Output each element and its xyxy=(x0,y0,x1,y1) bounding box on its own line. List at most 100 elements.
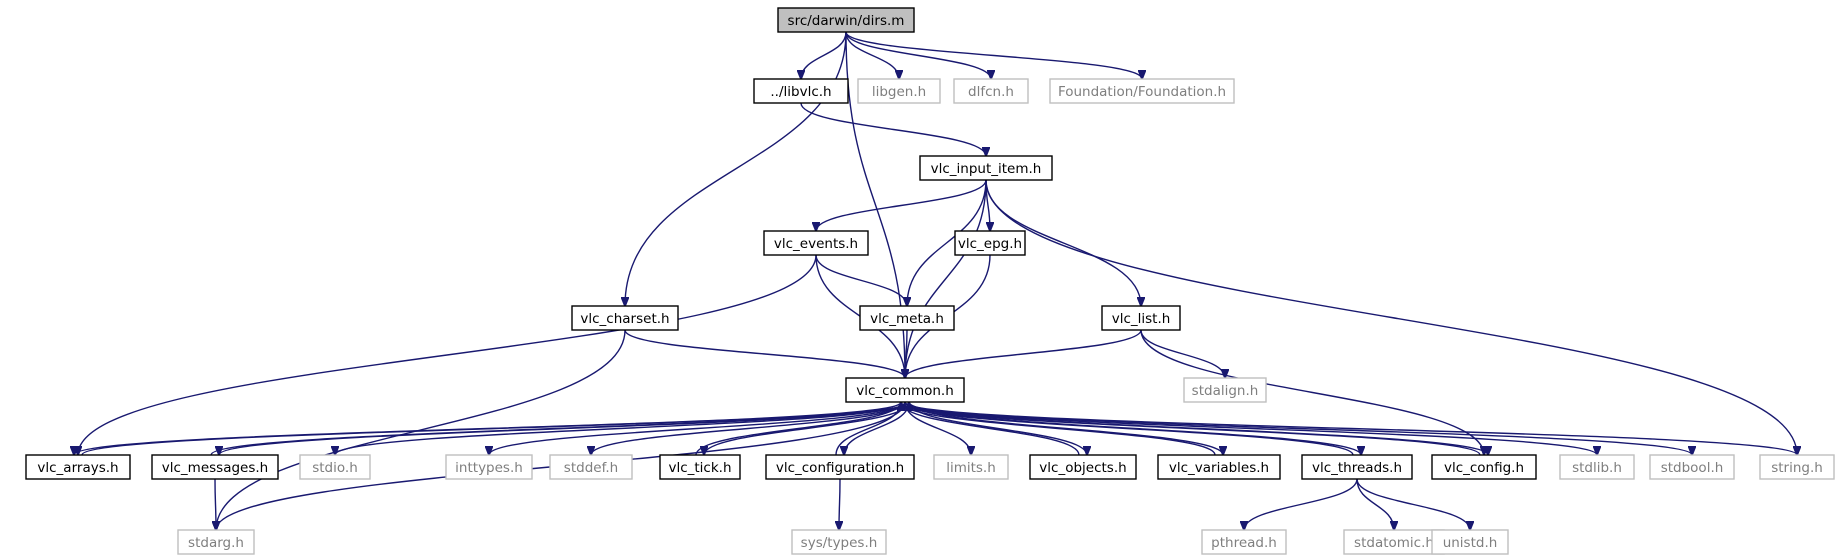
edge-messages-to-stdarg xyxy=(215,478,216,530)
node-unistd: unistd.h xyxy=(1431,529,1509,555)
edges-layer xyxy=(74,31,1797,530)
node-meta[interactable]: vlc_meta.h xyxy=(859,305,955,331)
edge-libvlc-to-input_item xyxy=(800,102,986,156)
node-box-charset xyxy=(571,305,679,331)
node-label-stdbool: stdbool.h xyxy=(1661,460,1724,476)
node-box-libvlc xyxy=(753,78,849,104)
node-box-input_item xyxy=(919,155,1053,181)
node-box-list xyxy=(1101,305,1181,331)
node-charset[interactable]: vlc_charset.h xyxy=(571,305,679,331)
edge-dirs-to-foundation xyxy=(845,31,1142,79)
node-label-pthread: pthread.h xyxy=(1211,535,1277,551)
node-label-dlfcn: dlfcn.h xyxy=(968,84,1014,100)
node-box-limits xyxy=(933,454,1009,480)
edge-messages-to-common xyxy=(210,402,901,456)
node-box-stdlib xyxy=(1559,454,1635,480)
node-label-libvlc: ../libvlc.h xyxy=(770,84,831,100)
node-stdlib: stdlib.h xyxy=(1559,454,1635,480)
node-label-list: vlc_list.h xyxy=(1112,311,1171,327)
node-libgen: libgen.h xyxy=(857,78,941,104)
edge-input_item-to-string xyxy=(985,179,1797,455)
node-label-stddef: stddef.h xyxy=(564,460,618,476)
node-systypes: sys/types.h xyxy=(791,529,887,555)
edge-threads-to-common xyxy=(901,402,1354,456)
edge-configuration-to-systypes xyxy=(839,478,840,530)
node-label-foundation: Foundation/Foundation.h xyxy=(1058,84,1226,100)
node-events[interactable]: vlc_events.h xyxy=(763,230,869,256)
node-configuration[interactable]: vlc_configuration.h xyxy=(765,454,915,480)
edge-common-to-string xyxy=(904,401,1797,455)
edge-common-to-stdlib xyxy=(904,401,1597,455)
edge-input_item-to-common xyxy=(905,179,987,378)
node-box-tick xyxy=(659,454,741,480)
node-label-string: string.h xyxy=(1771,460,1823,476)
node-threads[interactable]: vlc_threads.h xyxy=(1301,454,1413,480)
node-list[interactable]: vlc_list.h xyxy=(1101,305,1181,331)
node-objects[interactable]: vlc_objects.h xyxy=(1029,454,1137,480)
node-box-stdarg xyxy=(177,529,255,555)
node-box-dirs xyxy=(777,7,915,33)
node-label-stdatomic: stdatomic.h xyxy=(1354,535,1434,551)
node-label-objects: vlc_objects.h xyxy=(1039,460,1126,476)
edge-input_item-to-events xyxy=(816,179,987,231)
edge-threads-to-pthread xyxy=(1244,478,1358,530)
edge-variables-to-common xyxy=(901,402,1216,456)
node-dirs[interactable]: src/darwin/dirs.m xyxy=(777,7,915,33)
node-label-libgen: libgen.h xyxy=(872,84,926,100)
node-box-foundation xyxy=(1049,78,1235,104)
node-label-limits: limits.h xyxy=(946,460,996,476)
node-label-stdlib: stdlib.h xyxy=(1572,460,1622,476)
edge-threads-to-unistd xyxy=(1356,478,1470,530)
node-foundation: Foundation/Foundation.h xyxy=(1049,78,1235,104)
node-input_item[interactable]: vlc_input_item.h xyxy=(919,155,1053,181)
node-label-config: vlc_config.h xyxy=(1444,460,1524,476)
node-label-meta: vlc_meta.h xyxy=(870,311,944,327)
node-box-dlfcn xyxy=(953,78,1029,104)
node-dlfcn: dlfcn.h xyxy=(953,78,1029,104)
node-box-common xyxy=(845,377,965,403)
node-label-stdarg: stdarg.h xyxy=(188,535,244,551)
edge-list-to-stdalign xyxy=(1140,329,1225,378)
node-label-events: vlc_events.h xyxy=(774,236,858,252)
node-variables[interactable]: vlc_variables.h xyxy=(1157,454,1281,480)
node-label-input_item: vlc_input_item.h xyxy=(931,161,1042,177)
edge-dirs-to-libvlc xyxy=(801,31,847,79)
node-config[interactable]: vlc_config.h xyxy=(1431,454,1537,480)
node-box-meta xyxy=(859,305,955,331)
node-messages[interactable]: vlc_messages.h xyxy=(151,454,279,480)
node-stdalign: stdalign.h xyxy=(1183,377,1267,403)
node-label-configuration: vlc_configuration.h xyxy=(776,460,904,476)
node-box-pthread xyxy=(1201,529,1287,555)
node-label-stdio: stdio.h xyxy=(312,460,358,476)
edge-events-to-arrays xyxy=(78,254,817,455)
node-box-threads xyxy=(1301,454,1413,480)
edge-input_item-to-meta xyxy=(907,179,987,306)
node-label-stdalign: stdalign.h xyxy=(1192,383,1259,399)
node-box-events xyxy=(763,230,869,256)
node-libvlc[interactable]: ../libvlc.h xyxy=(753,78,849,104)
node-stddef: stddef.h xyxy=(549,454,633,480)
edge-charset-to-common xyxy=(624,329,905,378)
node-box-libgen xyxy=(857,78,941,104)
edge-dirs-to-dlfcn xyxy=(845,31,991,79)
node-box-stdio xyxy=(299,454,371,480)
node-epg[interactable]: vlc_epg.h xyxy=(954,230,1026,256)
node-box-configuration xyxy=(765,454,915,480)
node-box-objects xyxy=(1029,454,1137,480)
node-box-variables xyxy=(1157,454,1281,480)
nodes-layer: src/darwin/dirs.m ../libvlc.h libgen.h dlfc… xyxy=(25,7,1835,555)
node-label-arrays: vlc_arrays.h xyxy=(37,460,118,476)
node-common[interactable]: vlc_common.h xyxy=(845,377,965,403)
node-arrays[interactable]: vlc_arrays.h xyxy=(25,454,131,480)
node-box-systypes xyxy=(791,529,887,555)
node-label-messages: vlc_messages.h xyxy=(162,460,268,476)
node-tick[interactable]: vlc_tick.h xyxy=(659,454,741,480)
node-box-arrays xyxy=(25,454,131,480)
node-box-messages xyxy=(151,454,279,480)
node-label-charset: vlc_charset.h xyxy=(580,311,669,327)
node-label-variables: vlc_variables.h xyxy=(1169,460,1269,476)
edge-dirs-to-libgen xyxy=(845,31,899,79)
node-stdatomic: stdatomic.h xyxy=(1343,529,1445,555)
node-box-string xyxy=(1759,454,1835,480)
node-box-unistd xyxy=(1431,529,1509,555)
